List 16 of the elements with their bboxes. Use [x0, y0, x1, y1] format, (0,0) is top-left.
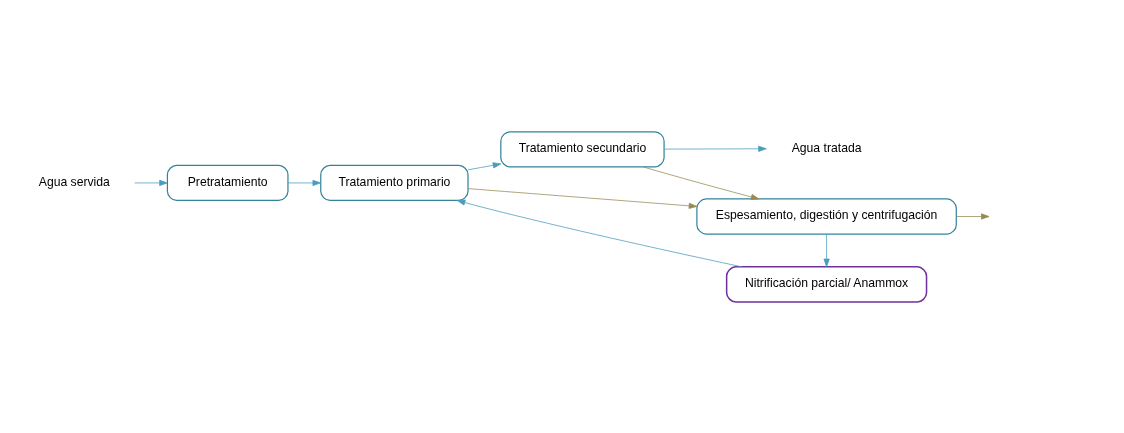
node-box: Pretratamiento	[166, 164, 289, 202]
node-box: Nitrificación parcial/ Anammox	[725, 266, 928, 303]
node-box: Espesamiento, digestión y centrifugación	[696, 198, 957, 235]
arrow	[823, 233, 830, 267]
arrow	[287, 179, 321, 186]
node-text: Agua tratada	[791, 140, 862, 155]
arrow	[456, 199, 743, 268]
node-box: Tratamiento primario	[320, 164, 469, 202]
arrow	[642, 166, 760, 200]
arrow	[663, 145, 767, 152]
node-box: Tratamiento secundario	[500, 131, 665, 168]
arrow	[134, 179, 168, 186]
arrow	[956, 213, 990, 220]
arrow	[467, 188, 698, 209]
arrow	[467, 162, 502, 171]
node-text: Agua servida	[38, 174, 110, 189]
